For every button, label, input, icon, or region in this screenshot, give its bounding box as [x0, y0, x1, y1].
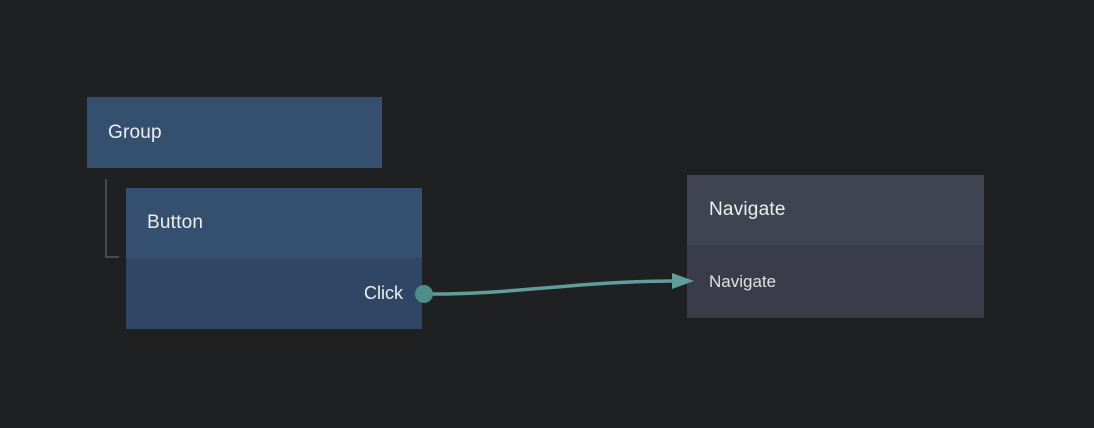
group-node-header[interactable]: Group — [87, 97, 382, 168]
navigate-action-label: Navigate — [709, 271, 777, 291]
connection-wire[interactable] — [422, 279, 675, 296]
button-node-title: Button — [147, 212, 204, 233]
tree-connector-line — [105, 179, 119, 258]
button-node-header[interactable]: Button — [126, 188, 422, 258]
group-node[interactable]: Group — [87, 97, 382, 168]
button-node[interactable]: Button Click — [126, 188, 422, 329]
navigate-node[interactable]: Navigate Navigate — [687, 175, 984, 318]
click-output-port-dot[interactable] — [415, 285, 433, 303]
navigate-node-header[interactable]: Navigate — [687, 175, 984, 245]
navigate-action-row[interactable]: Navigate — [687, 245, 984, 318]
button-click-output-row[interactable]: Click — [126, 258, 422, 329]
navigate-node-title: Navigate — [709, 199, 786, 220]
group-node-title: Group — [108, 121, 162, 143]
click-output-label: Click — [364, 283, 403, 303]
